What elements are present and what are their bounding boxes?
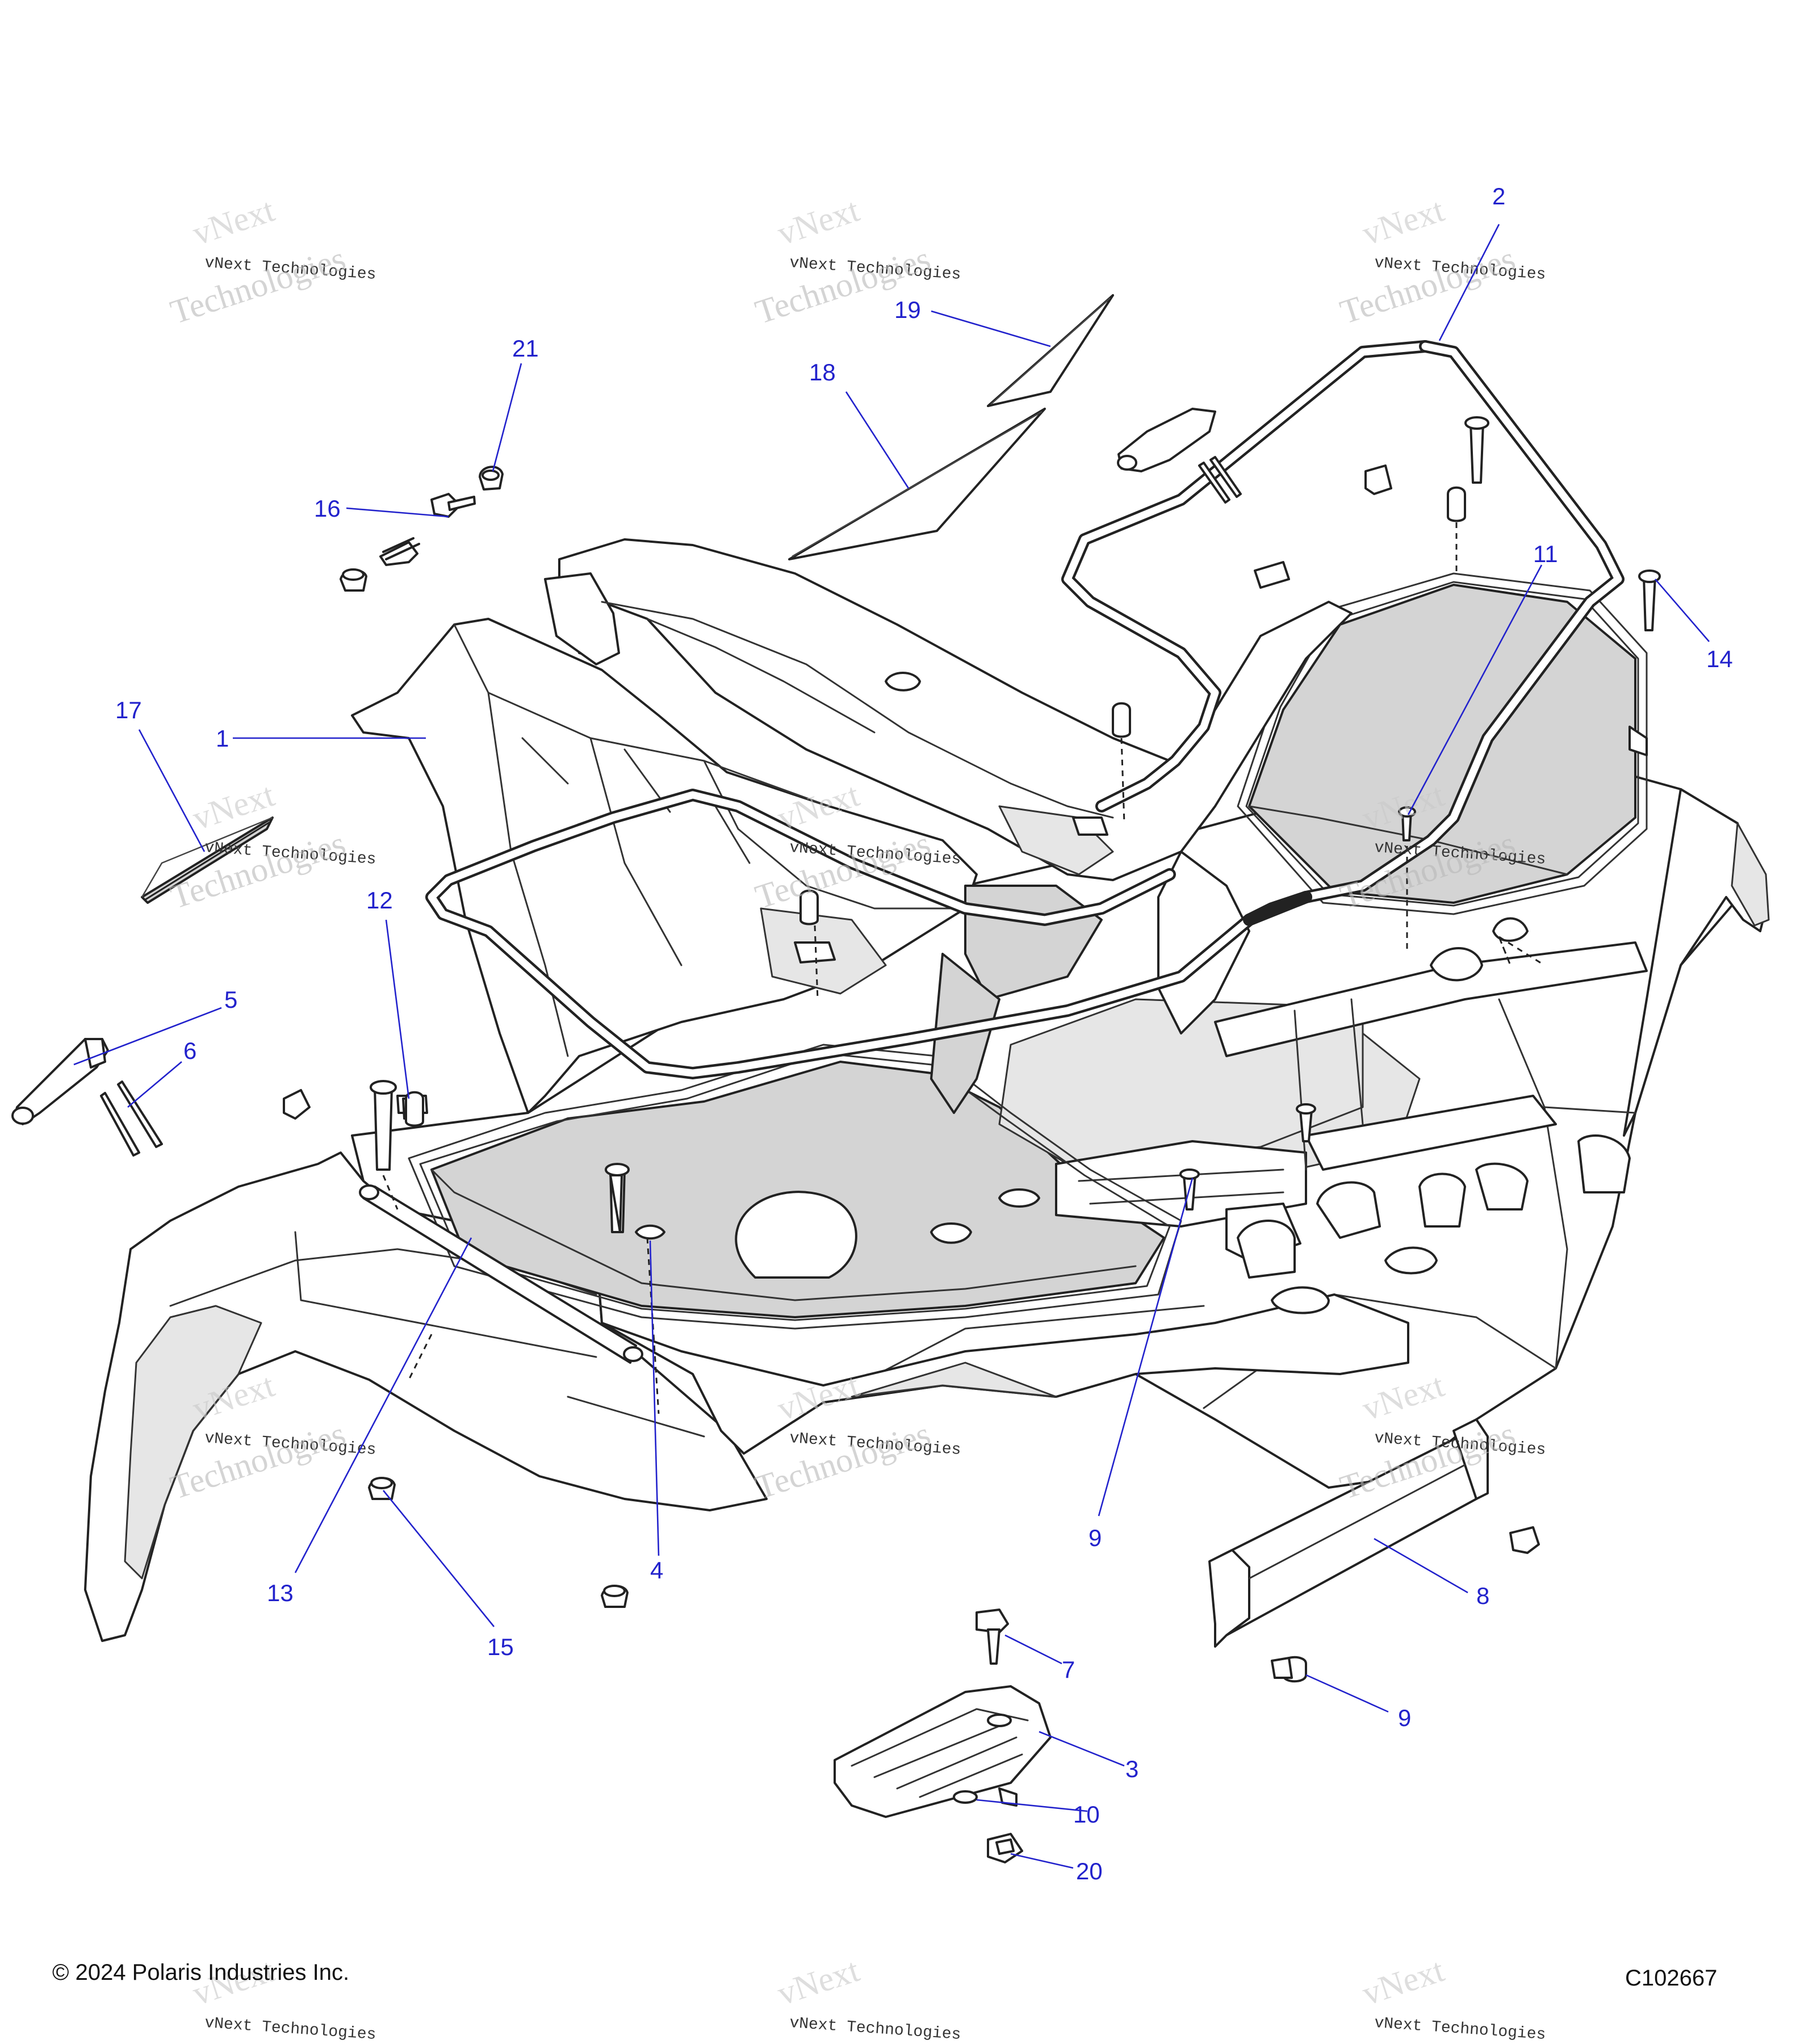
callout-21: 21 [512,335,539,362]
callout-19: 19 [894,296,921,323]
copyright-text: © 2024 Polaris Industries Inc. [52,1960,349,1985]
leader-4 [649,1240,660,1556]
washer [953,1790,978,1804]
watermark-bottom-mid: vNext vNext Technologies [773,1951,961,2044]
leader-lines [73,224,1710,1869]
callout-7: 7 [1062,1656,1075,1683]
access-panel [834,1685,1052,1818]
watermark-primary: vNext [188,191,279,252]
watermark-primary: vNext [773,1951,864,2012]
top-latch [1117,408,1242,504]
seat-base [351,618,978,1114]
leader-5 [73,1007,222,1066]
clip [987,1833,1023,1863]
leader-18 [845,391,910,489]
watermark-secondary: vNext Technologies [1374,2014,1546,2044]
callout-5: 5 [224,986,237,1013]
callout-4: 4 [650,1557,663,1584]
callout-12: 12 [366,887,393,914]
leader-13 [294,1237,472,1573]
watermark-tertiary: Technologies [166,240,350,331]
callout-14: 14 [1706,646,1733,672]
decal-17 [141,816,274,904]
watermark-top-left: vNext vNext Technologies Technologies [166,191,376,331]
watermark-secondary: vNext Technologies [204,2014,376,2044]
callout-2: 2 [1492,183,1505,210]
leader-3 [1039,1731,1125,1767]
leader-12 [385,919,410,1099]
center-cowl [544,538,1353,1114]
watermark-mid-left: vNext vNext Technologies Technologies [166,776,376,916]
leader-6 [127,1061,182,1108]
leader-9b [1305,1674,1389,1713]
watermark-top-right: vNext vNext Technologies Technologies [1335,191,1546,331]
leader-20 [1010,1853,1074,1869]
leader-9a [1098,1178,1194,1517]
callout-11: 11 [1533,541,1558,567]
leader-2 [1438,224,1500,341]
watermark-bottom-right: vNext vNext Technologies [1358,1951,1546,2044]
callout-20: 20 [1076,1858,1103,1884]
leader-10 [976,1799,1088,1812]
hardware-grommets-bolts [283,416,1661,1608]
leader-7 [1004,1634,1062,1665]
watermark-top-mid: vNext vNext Technologies Technologies [751,191,961,331]
leader-17 [138,729,206,852]
callout-3: 3 [1125,1756,1138,1782]
callout-9b: 9 [1398,1704,1411,1731]
callout-10: 10 [1073,1801,1100,1828]
leader-21 [492,363,522,472]
leader-8 [1374,1538,1468,1594]
figure-code: C102667 [1625,1966,1717,1991]
callout-13: 13 [267,1580,294,1606]
leader-15 [382,1490,495,1627]
callout-17: 17 [115,697,142,723]
key [976,1609,1009,1665]
callout-6: 6 [183,1037,196,1064]
callout-8: 8 [1476,1582,1489,1609]
decal-18 [788,408,1046,560]
callout-15: 15 [487,1633,514,1660]
leader-19 [931,310,1051,347]
decal-19 [987,294,1114,407]
watermark-tertiary: Technologies [1335,240,1519,331]
watermark-primary: vNext [773,191,864,252]
watermark-secondary: vNext Technologies [789,2014,961,2044]
leader-14 [1655,579,1710,642]
leader-11 [1407,564,1543,815]
callout-1: 1 [216,725,229,752]
watermark-primary: vNext [1358,191,1448,252]
callout-18: 18 [809,359,836,386]
rear-cab-assembly [84,572,1770,1642]
callout-9a: 9 [1088,1524,1102,1551]
mount-bracket [1208,1418,1540,1683]
callout-16: 16 [314,495,341,522]
leader-16 [346,507,449,518]
watermark-primary: vNext [1358,1951,1448,2012]
rear-tube [359,1184,643,1364]
callout-labels: 1 2 3 4 5 6 7 8 9 9 10 11 12 13 14 15 16… [115,183,1733,1884]
